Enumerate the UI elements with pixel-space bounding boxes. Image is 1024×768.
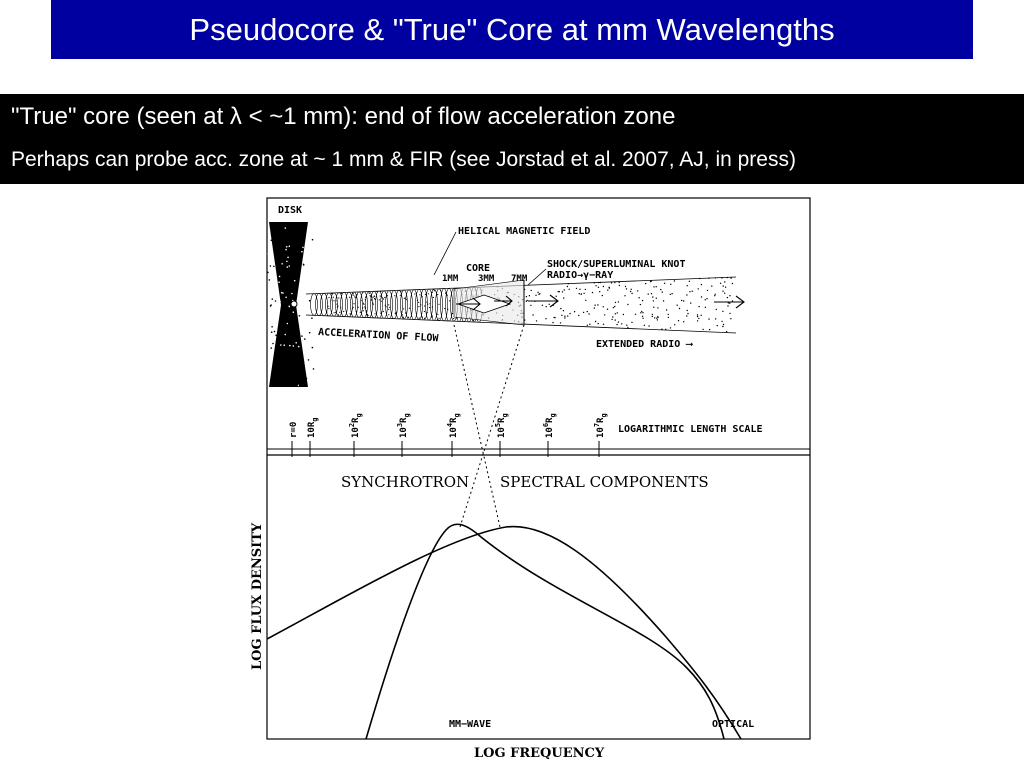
scale-tick-label: 106Rg	[542, 413, 557, 438]
figure-frame	[266, 197, 811, 740]
scale-tick-label: 10Rg	[307, 418, 319, 438]
log-length-scale-label: LOGARITHMIC LENGTH SCALE	[618, 424, 763, 435]
disk-shape	[267, 222, 316, 387]
optical-spectrum-curve	[266, 525, 742, 740]
subtitle-line-1: "True" core (seen at λ < ~1 mm): end of …	[11, 103, 676, 130]
scale-tick-label: 105Rg	[494, 413, 509, 438]
subtitle-bar: "True" core (seen at λ < ~1 mm): end of …	[0, 94, 1024, 184]
extended-radio-label: EXTENDED RADIO ⟶	[596, 339, 693, 350]
acceleration-of-flow-label: ACCELERATION OF FLOW	[318, 327, 440, 344]
helical-field-label: HELICAL MAGNETIC FIELD	[458, 226, 590, 237]
log-flux-density-label: LOG FLUX DENSITY	[250, 522, 265, 670]
disk-speckle	[267, 226, 316, 387]
length-scale-ticks: r=0 10Rg 102Rg 103Rg 104Rg 105Rg 106Rg 107Rg	[289, 413, 608, 457]
jet-diagram-figure: DISK HELICAL MAGNETIC FIELD CORE 1MM 3MM…	[266, 197, 811, 740]
spectral-components-label: SPECTRAL COMPONENTS	[500, 473, 709, 491]
helical-leader-line	[433, 231, 457, 276]
radio-gamma-label: RADIO→γ−RAY	[547, 270, 613, 281]
synchrotron-label: SYNCHROTRON	[341, 473, 469, 491]
core-label: CORE	[466, 263, 490, 274]
mm-wave-spectrum-curve	[365, 523, 725, 740]
jet-diagram-svg: DISK HELICAL MAGNETIC FIELD CORE 1MM 3MM…	[266, 197, 811, 740]
scale-tick-label: 102Rg	[348, 413, 363, 438]
slide-title: Pseudocore & "True" Core at mm Wavelengt…	[189, 11, 835, 47]
7mm-label: 7MM	[511, 274, 528, 284]
core-diamond	[456, 294, 512, 314]
flow-arrows	[456, 294, 745, 311]
mm-wave-label: MM−WAVE	[449, 719, 491, 730]
log-frequency-label: LOG FREQUENCY	[474, 746, 605, 761]
shock-leader-line	[527, 268, 547, 286]
projection-lines	[453, 324, 525, 528]
optical-label: OPTICAL	[712, 719, 754, 730]
scale-tick-label: 103Rg	[396, 413, 411, 438]
scale-tick-label: r=0	[289, 422, 299, 438]
subtitle-line-2: Perhaps can probe acc. zone at ~ 1 mm & …	[11, 148, 796, 171]
disk-label: DISK	[278, 205, 302, 216]
jet-cone	[305, 276, 745, 334]
3mm-label: 3MM	[478, 274, 495, 284]
slide-title-bar: Pseudocore & "True" Core at mm Wavelengt…	[51, 0, 973, 59]
1mm-label: 1MM	[442, 274, 459, 284]
scale-tick-label: 107Rg	[593, 413, 608, 438]
shock-knot-label: SHOCK/SUPERLUMINAL KNOT	[547, 259, 685, 270]
scale-tick-label: 104Rg	[446, 413, 461, 438]
